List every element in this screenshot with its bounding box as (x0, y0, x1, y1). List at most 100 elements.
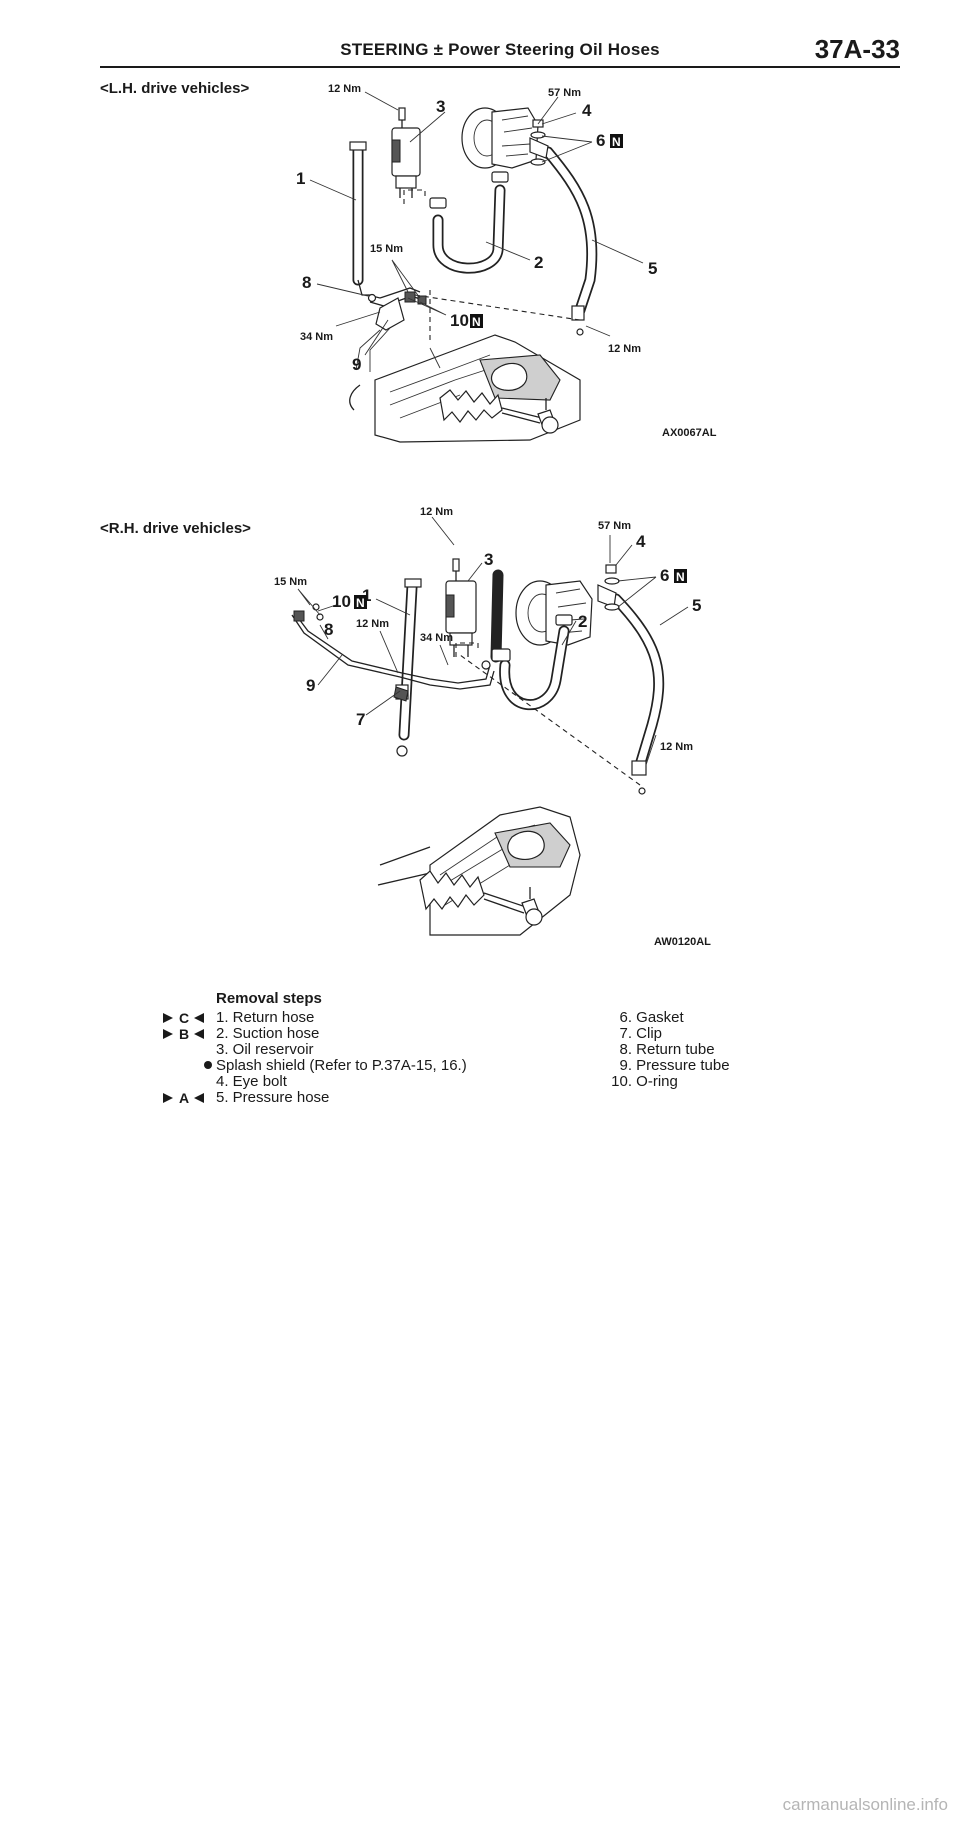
list-item: 3. Oil reservoir (216, 1042, 467, 1058)
list-item: C 1. Return hose (163, 1009, 467, 1026)
new-part-mark (674, 569, 687, 583)
torque-label: 12 Nm (420, 506, 453, 518)
removal-steps-right: 6. Gasket 7. Clip 8. Return tube 9. Pres… (610, 1009, 730, 1090)
new-part-mark (470, 314, 483, 328)
step-text: 4. Eye bolt (216, 1073, 287, 1090)
suction-hose (429, 171, 509, 274)
torque-label: 12 Nm (608, 343, 641, 355)
rack-boot (439, 389, 503, 423)
diagram-rh-drive: 12 Nm 57 Nm 15 Nm 12 Nm 34 Nm 12 Nm 3 4 … (274, 506, 711, 948)
callout-10: 10 (332, 592, 351, 611)
watermark: carmanualsonline.info (782, 1795, 948, 1814)
section-label-lh: <L.H. drive vehicles> (100, 80, 250, 97)
marker-arrow-icon (163, 1093, 173, 1103)
power-steering-pump (461, 107, 539, 169)
torque-label: 12 Nm (356, 618, 389, 630)
section-label-rh: <R.H. drive vehicles> (100, 520, 251, 537)
callout-5: 5 (648, 259, 657, 278)
torque-label: 12 Nm (660, 741, 693, 753)
step-text: Splash shield (Refer to P.37A-15, 16.) (216, 1057, 467, 1074)
list-item: 4. Eye bolt (216, 1074, 467, 1090)
torque-label: 15 Nm (274, 576, 307, 588)
marker-arrow-icon (194, 1029, 204, 1039)
callout-6: 6 (596, 131, 605, 150)
callout-5: 5 (692, 596, 701, 615)
page-header: STEERING ± Power Steering Oil Hoses 37A-… (100, 34, 900, 68)
eye-bolt (604, 564, 620, 611)
step-text: 1. Return hose (216, 1009, 315, 1026)
oil-reservoir (391, 107, 421, 198)
diagram-lh-drive: 12 Nm 57 Nm 15 Nm 34 Nm 12 Nm 3 4 6 N 1 … (296, 83, 717, 443)
marker-arrow-icon (163, 1029, 173, 1039)
step-text: 5. Pressure hose (216, 1089, 330, 1106)
procedure-marker: A (159, 1090, 211, 1106)
torque-label: 57 Nm (548, 87, 581, 99)
page-number: 37A-33 (814, 34, 900, 64)
pressure-hose (529, 137, 598, 336)
power-steering-pump (515, 580, 593, 646)
steering-gear-assembly (377, 806, 581, 936)
new-part-mark-letter: N (356, 596, 365, 610)
pressure-hose (597, 584, 665, 795)
step-text: Return tube (636, 1041, 715, 1058)
rack-boot (419, 870, 485, 911)
callout-2: 2 (578, 612, 587, 631)
figure-code: AW0120AL (654, 936, 711, 948)
callout-4: 4 (636, 532, 646, 551)
callout-2: 2 (534, 253, 543, 272)
callout-3: 3 (484, 550, 493, 569)
callout-9: 9 (352, 355, 361, 374)
callout-4: 4 (582, 101, 592, 120)
header-rule (100, 66, 900, 68)
procedure-marker: C (159, 1010, 211, 1026)
torque-label: 34 Nm (300, 331, 333, 343)
procedure-marker: B (159, 1026, 211, 1042)
removal-steps-title: Removal steps (216, 990, 322, 1007)
tube-cluster (291, 603, 495, 702)
step-text: 3. Oil reservoir (216, 1041, 314, 1058)
list-item: B 2. Suction hose (163, 1025, 467, 1042)
new-part-mark-letter: N (676, 570, 685, 584)
callout-3: 3 (436, 97, 445, 116)
header-title: STEERING ± Power Steering Oil Hoses (340, 40, 660, 59)
oil-reservoir (445, 558, 477, 657)
bullet-icon (204, 1061, 212, 1069)
step-text: Pressure tube (636, 1057, 730, 1074)
marker-arrow-icon (194, 1013, 204, 1023)
torque-label: 15 Nm (370, 243, 403, 255)
steering-gear-assembly (349, 334, 581, 443)
marker-arrow-icon (163, 1013, 173, 1023)
list-item: Splash shield (Refer to P.37A-15, 16.) (204, 1057, 467, 1074)
step-text: 2. Suction hose (216, 1025, 320, 1042)
list-item: A 5. Pressure hose (163, 1089, 467, 1106)
torque-label: 34 Nm (420, 632, 453, 644)
list-item: 9. Pressure tube (619, 1057, 730, 1074)
new-part-mark (610, 134, 623, 148)
callout-8: 8 (302, 273, 311, 292)
step-text: O-ring (636, 1073, 678, 1090)
return-hose (396, 578, 422, 757)
new-part-mark-letter: N (612, 135, 621, 149)
list-item: 6. Gasket (619, 1009, 684, 1026)
tube-cluster (355, 287, 441, 372)
list-item: 10. O-ring (611, 1073, 678, 1090)
suction-hose (490, 569, 573, 710)
callout-9: 9 (306, 676, 315, 695)
torque-label: 12 Nm (328, 83, 361, 95)
list-item: 7. Clip (619, 1025, 663, 1042)
removal-steps-left: C 1. Return hose B 2. Suction hose 3. Oi… (163, 1009, 467, 1106)
new-part-mark (354, 595, 367, 609)
callout-6: 6 (660, 566, 669, 585)
callout-7: 7 (356, 710, 365, 729)
marker-arrow-icon (194, 1093, 204, 1103)
step-text: Clip (636, 1025, 663, 1042)
figure-code: AX0067AL (662, 427, 717, 439)
return-hose (349, 141, 370, 296)
step-text: Gasket (636, 1009, 684, 1026)
callout-1: 1 (296, 169, 305, 188)
torque-label: 57 Nm (598, 520, 631, 532)
callout-8: 8 (324, 620, 333, 639)
list-item: 8. Return tube (619, 1041, 715, 1058)
new-part-mark-letter: N (472, 315, 481, 329)
callout-10: 10 (450, 311, 469, 330)
